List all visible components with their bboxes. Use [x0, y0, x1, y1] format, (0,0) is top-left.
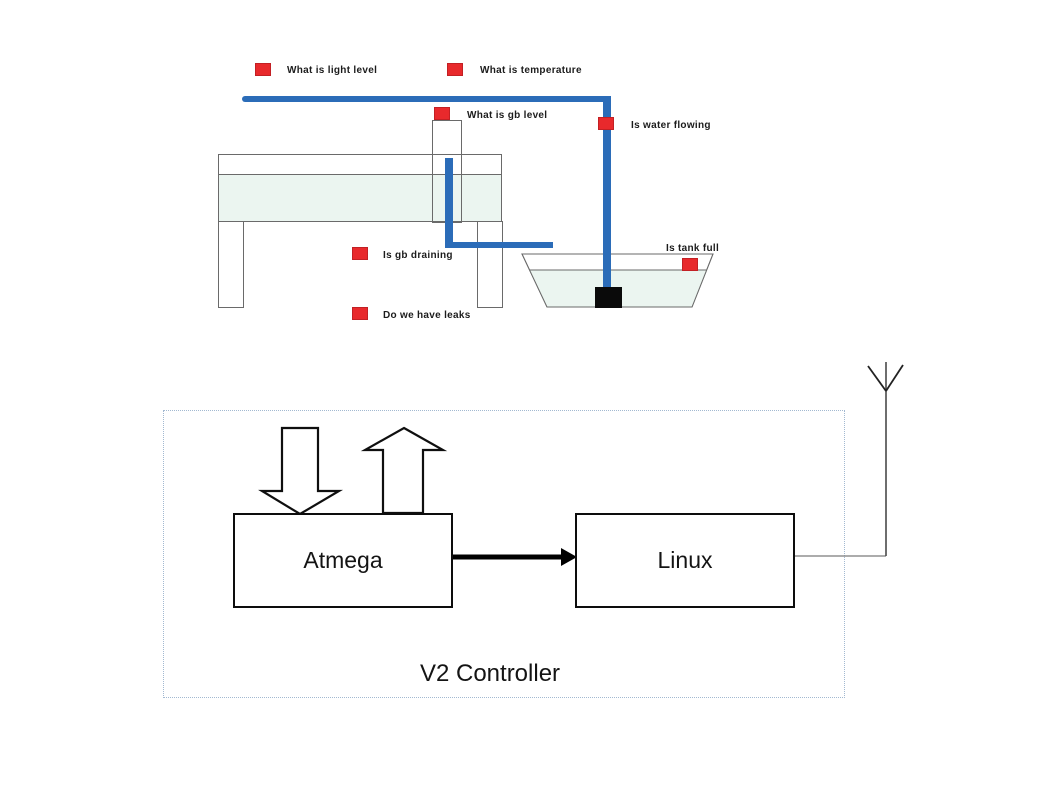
- controller-title: V2 Controller: [419, 660, 561, 687]
- sensor-label-leaks: Do we have leaks: [383, 310, 471, 321]
- sensor-label-gb-level: What is gb level: [467, 110, 548, 121]
- sensor-label-water-flowing: Is water flowing: [631, 120, 711, 131]
- sensor-label-temperature: What is temperature: [480, 65, 582, 76]
- sensor-marker-icon-gb-level: [434, 107, 450, 120]
- sensor-label-light-level: What is light level: [287, 65, 378, 76]
- antenna-icon: [867, 362, 904, 556]
- sensor-marker-icon-temperature: [447, 63, 463, 76]
- supply-pipe-horizontal: [242, 96, 611, 102]
- sensor-label-gb-draining: Is gb draining: [383, 250, 453, 261]
- drain-pipe-horizontal: [445, 242, 553, 248]
- pump-icon: [595, 287, 622, 308]
- block-atmega: Atmega: [233, 513, 453, 608]
- sensor-marker-icon-gb-draining: [352, 247, 368, 260]
- sensor-marker-icon-light-level: [255, 63, 271, 76]
- drain-pipe-vertical: [445, 158, 453, 248]
- bed-leg-right: [477, 221, 503, 308]
- block-linux-label: Linux: [657, 547, 713, 573]
- bed-leg-left: [218, 221, 244, 308]
- supply-pipe-vertical: [603, 96, 611, 290]
- sensor-marker-icon-tank-full: [682, 258, 698, 271]
- sensor-marker-icon-leaks: [352, 307, 368, 320]
- sensor-label-tank-full: Is tank full: [666, 243, 720, 254]
- block-atmega-label: Atmega: [303, 547, 383, 573]
- block-linux: Linux: [575, 513, 795, 608]
- sensor-marker-icon-water-flowing: [598, 117, 614, 130]
- controller-enclosure: [163, 410, 845, 698]
- grow-bed-water: [219, 174, 501, 221]
